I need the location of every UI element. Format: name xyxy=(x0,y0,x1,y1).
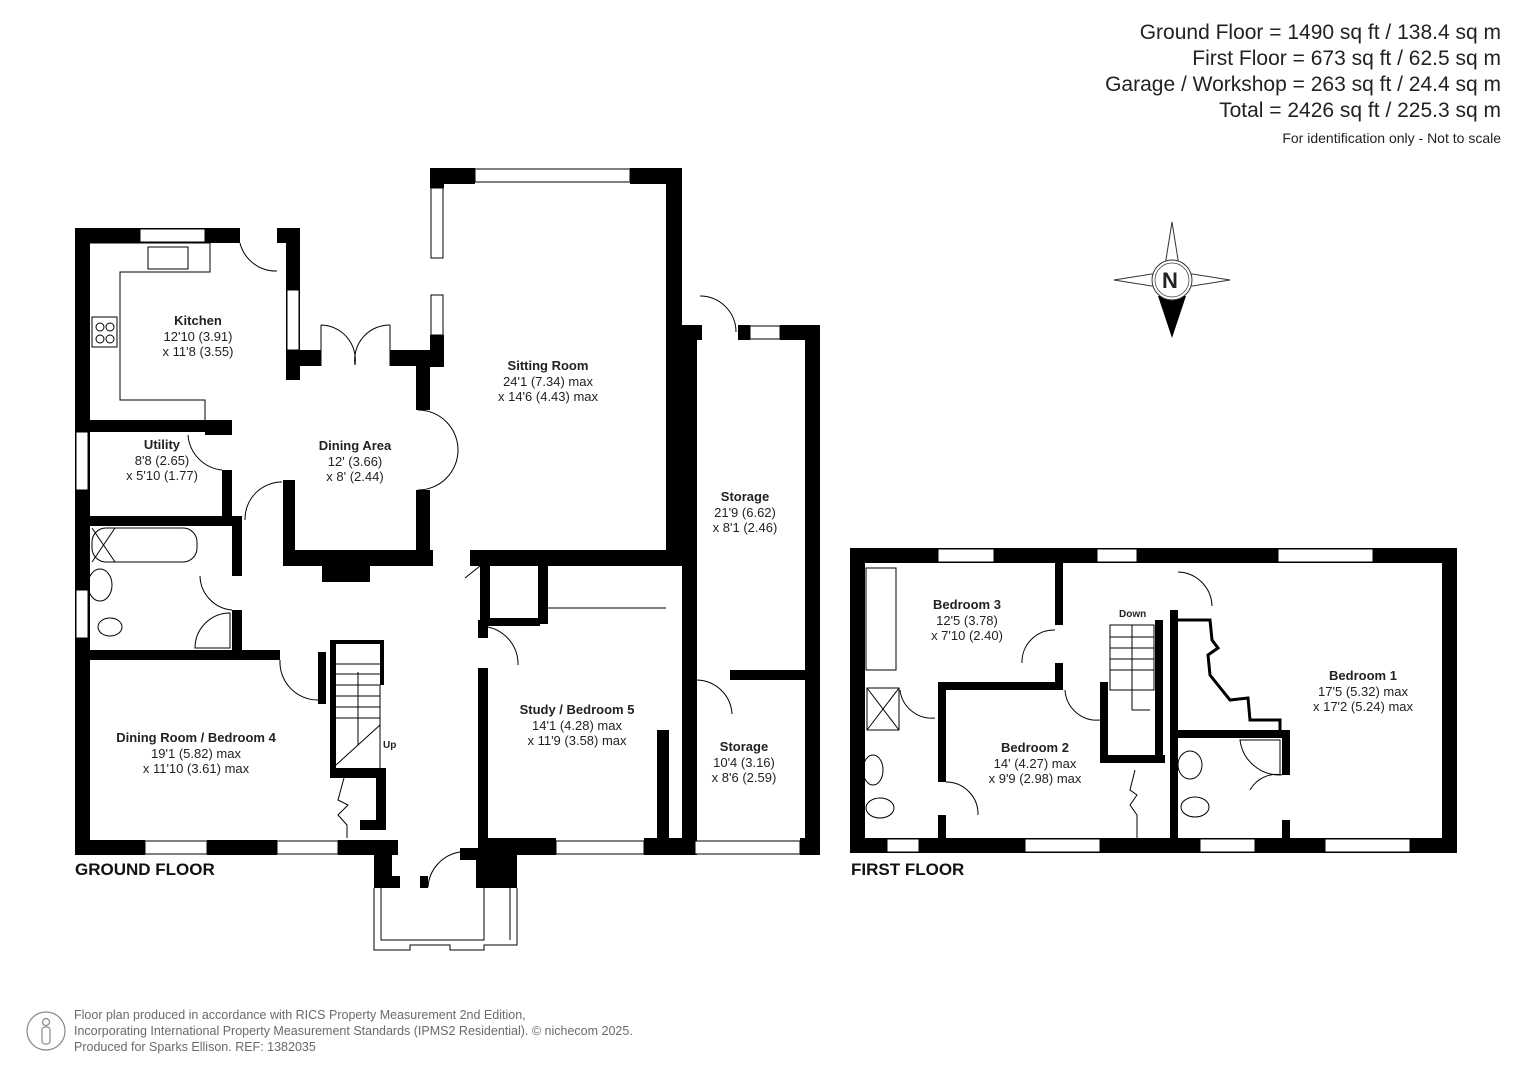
stairs-down-label: Down xyxy=(1119,609,1147,620)
room-name: Dining Room / Bedroom 4 xyxy=(116,730,276,745)
room-dimension: 24'1 (7.34) max xyxy=(503,373,593,389)
room-study-bedroom-5: Study / Bedroom 5 14'1 (4.28) max x 11'9… xyxy=(520,702,635,749)
room-dimension: 12'5 (3.78) xyxy=(936,612,998,628)
area-summary: Ground Floor = 1490 sq ft / 138.4 sq m F… xyxy=(1105,20,1501,148)
room-utility: Utility 8'8 (2.65) x 5'10 (1.77) xyxy=(126,437,198,484)
room-name: Bedroom 1 xyxy=(1329,668,1397,683)
room-dimension: x 11'8 (3.55) xyxy=(162,344,234,359)
room-dimension: 19'1 (5.82) max xyxy=(151,745,241,761)
room-dimension: 14'1 (4.28) max xyxy=(532,717,622,733)
person-icon xyxy=(26,1011,66,1051)
area-total: Total = 2426 sq ft / 225.3 sq m xyxy=(1219,99,1501,122)
room-name: Study / Bedroom 5 xyxy=(519,702,635,717)
room-name: Storage xyxy=(720,489,770,504)
stairs-up-label: Up xyxy=(383,740,397,751)
room-kitchen: Kitchen 12'10 (3.91) x 11'8 (3.55) xyxy=(163,313,234,360)
room-dimension: x 17'2 (5.24) max xyxy=(1312,699,1414,714)
room-bedroom-2: Bedroom 2 14' (4.27) max x 9'9 (2.98) ma… xyxy=(989,740,1082,787)
footer-line: Floor plan produced in accordance with R… xyxy=(74,1008,526,1022)
room-dimension: 21'9 (6.62) xyxy=(714,504,776,520)
room-dimension: x 8'6 (2.59) xyxy=(711,770,777,785)
room-storage-small: Storage 10'4 (3.16) x 8'6 (2.59) xyxy=(712,739,777,786)
footer-notes: Floor plan produced in accordance with R… xyxy=(74,1007,633,1055)
room-dining-room-bedroom-4: Dining Room / Bedroom 4 19'1 (5.82) max … xyxy=(116,730,276,777)
room-name: Utility xyxy=(143,437,181,452)
room-dimension: x 8' (2.44) xyxy=(326,469,384,484)
room-dimension: x 11'9 (3.58) max xyxy=(527,733,627,748)
first-floor-label: FIRST FLOOR xyxy=(851,860,965,879)
area-ground-floor: Ground Floor = 1490 sq ft / 138.4 sq m xyxy=(1139,21,1501,44)
room-dimension: x 8'1 (2.46) xyxy=(712,520,778,535)
room-name: Bedroom 3 xyxy=(933,597,1001,612)
room-name: Storage xyxy=(719,739,769,754)
footer-line: Incorporating International Property Mea… xyxy=(74,1024,633,1038)
ground-floor-details xyxy=(75,168,801,951)
compass-icon xyxy=(1113,221,1231,338)
scale-disclaimer: For identification only - Not to scale xyxy=(1282,130,1501,146)
room-bedroom-3: Bedroom 3 12'5 (3.78) x 7'10 (2.40) xyxy=(931,597,1003,644)
room-dining-area: Dining Area 12' (3.66) x 8' (2.44) xyxy=(319,438,391,485)
first-floor-details xyxy=(862,548,1411,853)
room-dimension: x 11'10 (3.61) max xyxy=(142,761,250,776)
area-garage-workshop: Garage / Workshop = 263 sq ft / 24.4 sq … xyxy=(1105,73,1501,96)
room-name: Kitchen xyxy=(174,313,222,328)
footer-line: Produced for Sparks Ellison. REF: 138203… xyxy=(74,1040,316,1054)
room-name: Dining Area xyxy=(318,438,392,453)
room-dimension: x 7'10 (2.40) xyxy=(931,628,1003,643)
room-dimension: 8'8 (2.65) xyxy=(134,452,190,468)
room-sitting-room: Sitting Room 24'1 (7.34) max x 14'6 (4.4… xyxy=(498,358,598,405)
area-first-floor: First Floor = 673 sq ft / 62.5 sq m xyxy=(1192,47,1501,70)
room-storage-large: Storage 21'9 (6.62) x 8'1 (2.46) xyxy=(713,489,778,536)
room-name: Sitting Room xyxy=(507,358,589,373)
room-dimension: 12' (3.66) xyxy=(327,453,383,469)
room-dimension: x 14'6 (4.43) max xyxy=(497,389,599,404)
room-dimension: x 5'10 (1.77) xyxy=(126,468,198,483)
room-dimension: 14' (4.27) max xyxy=(993,755,1077,771)
room-dimension: 10'4 (3.16) xyxy=(713,754,775,770)
room-dimension: 12'10 (3.91) xyxy=(163,328,233,344)
ground-floor-walls xyxy=(75,168,820,888)
room-bedroom-1: Bedroom 1 17'5 (5.32) max x 17'2 (5.24) … xyxy=(1313,668,1413,715)
room-dimension: 17'5 (5.32) max xyxy=(1318,683,1408,699)
compass-north-label: N xyxy=(1162,268,1178,293)
ground-floor-label: GROUND FLOOR xyxy=(75,860,215,879)
room-dimension: x 9'9 (2.98) max xyxy=(988,771,1082,786)
room-name: Bedroom 2 xyxy=(1001,740,1069,755)
